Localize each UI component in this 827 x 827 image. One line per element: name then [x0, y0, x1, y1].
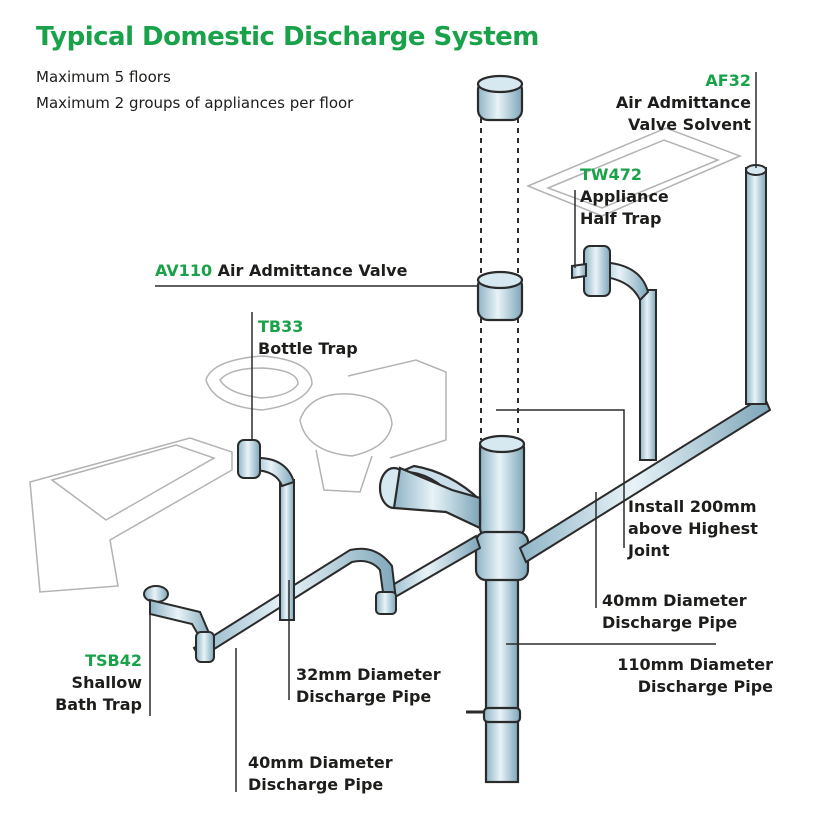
- soil-stack-110mm: [378, 434, 530, 784]
- label-pipe-110mm: 110mm Diameter Discharge Pipe: [617, 654, 773, 698]
- pipe110-line1: 110mm Diameter: [617, 655, 773, 674]
- tw472-code: TW472: [580, 165, 642, 184]
- label-av110: AV110 Air Admittance Valve: [155, 260, 407, 282]
- af32-line2: Valve Solvent: [628, 115, 751, 134]
- branch-40mm-right: [518, 164, 772, 564]
- leader-lines: [149, 72, 757, 792]
- label-af32: AF32 Air Admittance Valve Solvent: [616, 70, 751, 136]
- label-pipe-40mm-bottom: 40mm Diameter Discharge Pipe: [248, 752, 393, 796]
- appliance-outlines: [29, 127, 742, 593]
- pipe32-line1: 32mm Diameter: [296, 665, 441, 684]
- av110-text: Air Admittance Valve: [217, 261, 408, 280]
- page-title: Typical Domestic Discharge System: [36, 22, 539, 52]
- pipe110-line2: Discharge Pipe: [637, 677, 773, 696]
- subtitle-line-2: Maximum 2 groups of appliances per floor: [36, 94, 354, 112]
- pipe40-right-line2: Discharge Pipe: [602, 613, 738, 632]
- branch-40mm-left: [192, 534, 482, 660]
- bath-outline: [29, 437, 233, 593]
- label-pipe-40mm-right: 40mm Diameter Discharge Pipe: [602, 590, 747, 634]
- basin-outline: [205, 355, 313, 411]
- av110-code: AV110: [155, 261, 213, 280]
- tw472-line1: Appliance: [580, 187, 669, 206]
- pipe32-line2: Discharge Pipe: [296, 687, 432, 706]
- tb33-code: TB33: [258, 317, 304, 336]
- af32-code: AF32: [705, 71, 751, 90]
- av110-valves: [476, 74, 524, 322]
- label-install-height: Install 200mm above Highest Joint: [628, 496, 758, 562]
- tw472-line2: Half Trap: [580, 209, 662, 228]
- label-tsb42: TSB42 Shallow Bath Trap: [55, 650, 142, 716]
- install-line3: Joint: [628, 541, 670, 560]
- tsb42-code: TSB42: [85, 651, 142, 670]
- branch-32mm: [237, 439, 296, 621]
- pipe40-bottom-line2: Discharge Pipe: [248, 775, 384, 794]
- install-line2: above Highest: [628, 519, 758, 538]
- tb33-text: Bottle Trap: [258, 339, 358, 358]
- pipe40-right-line1: 40mm Diameter: [602, 591, 747, 610]
- label-tb33: TB33 Bottle Trap: [258, 316, 358, 360]
- install-line1: Install 200mm: [628, 497, 757, 516]
- bath-trap: [143, 585, 215, 663]
- label-pipe-32mm: 32mm Diameter Discharge Pipe: [296, 664, 441, 708]
- subtitle-line-1: Maximum 5 floors: [36, 68, 171, 86]
- tsb42-line2: Bath Trap: [55, 695, 142, 714]
- af32-line1: Air Admittance: [615, 93, 751, 112]
- wc-outline: [299, 393, 393, 457]
- tsb42-line1: Shallow: [71, 673, 142, 692]
- appliance-outline: [526, 127, 742, 217]
- label-tw472: TW472 Appliance Half Trap: [580, 164, 669, 230]
- pipe40-bottom-line1: 40mm Diameter: [248, 753, 393, 772]
